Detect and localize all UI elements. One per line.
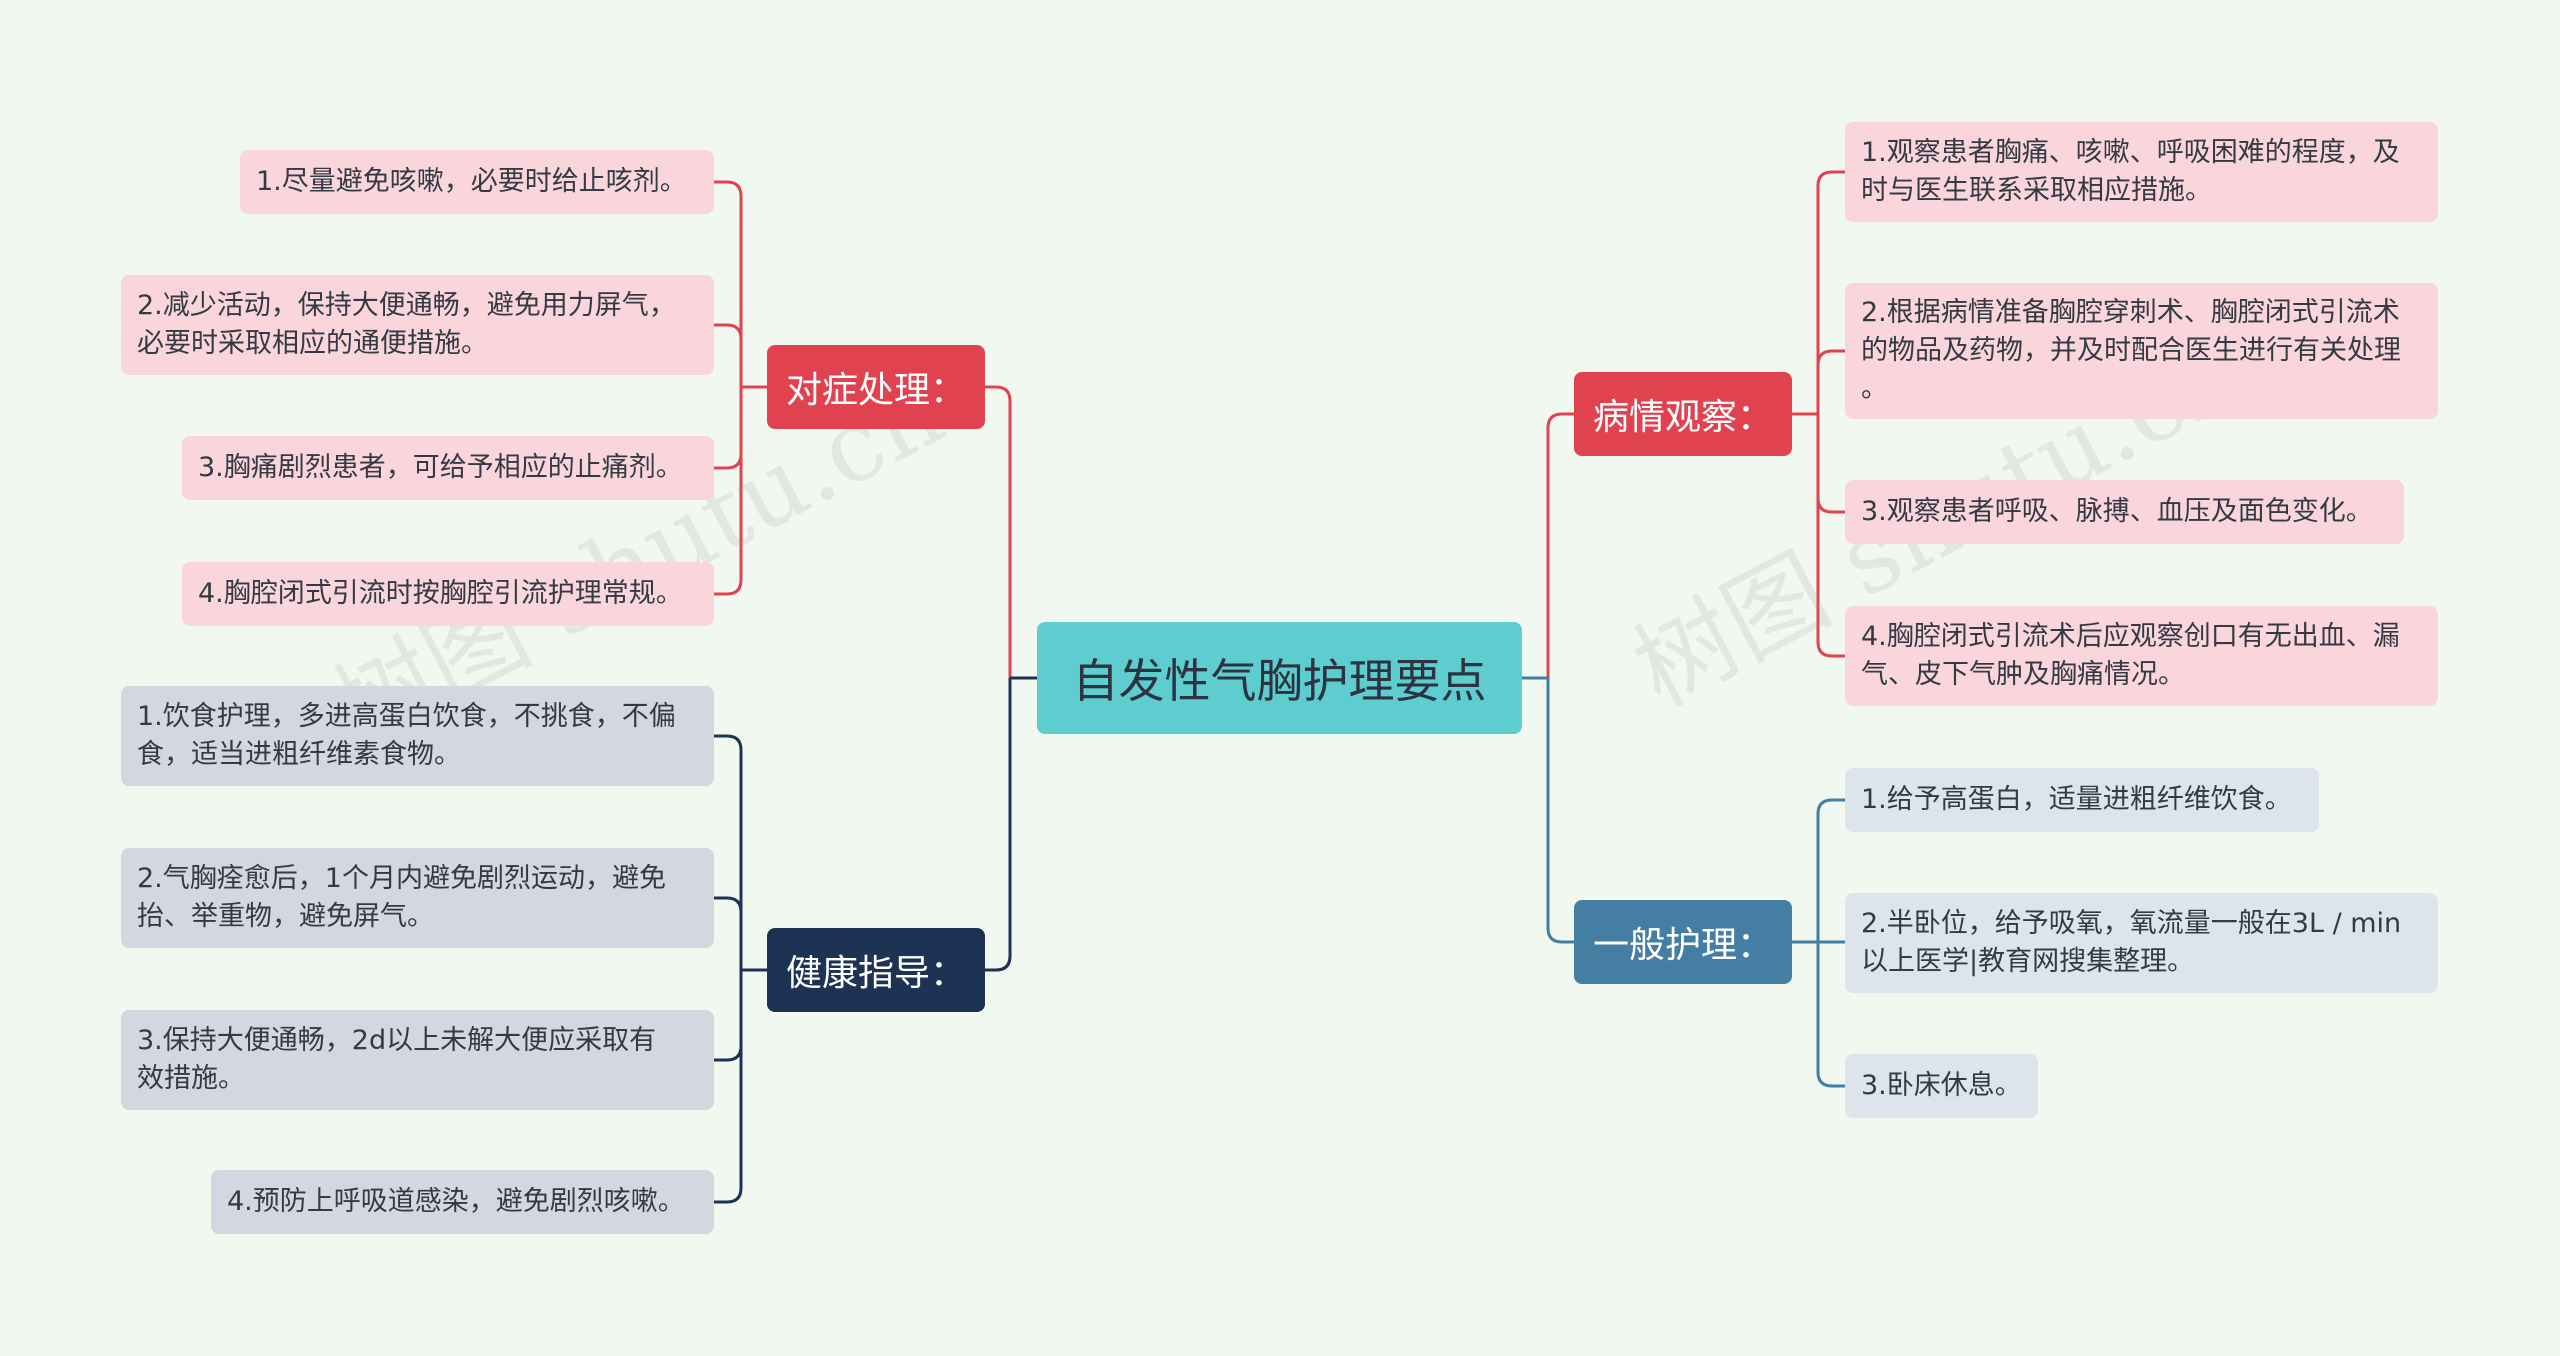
root-topic-label: 自发性气胸护理要点 [1072,654,1487,708]
leaf-text: 3.保持大便通畅，2d以上未解大便应采取有 效措施。 [137,1025,657,1094]
leaf-text: 3.卧床休息。 [1861,1070,2022,1101]
connector-line [714,387,743,596]
leaf-text: 3.胸痛剧烈患者，可给予相应的止痛剂。 [198,452,683,483]
branch-label: 健康指导： [785,953,966,994]
leaf-text: 2.气胸痊愈后，1个月内避免剧烈运动，避免 抬、举重物，避免屏气。 [137,863,666,932]
leaf-symptomatic-2[interactable]: 2.减少活动，保持大便通畅，避免用力屏气， 必要时采取相应的通便措施。 [121,275,714,375]
connector-line [714,970,743,1204]
leaf-text: 1.给予高蛋白，适量进粗纤维饮食。 [1861,784,2292,815]
leaf-text: 2.半卧位，给予吸氧，氧流量一般在3L / min 以上医学|教育网搜集整理。 [1861,908,2402,977]
leaf-text: 4.胸腔闭式引流术后应观察创口有无出血、漏 气、皮下气肿及胸痛情况。 [1861,621,2400,690]
leaf-health-1[interactable]: 1.饮食护理，多进高蛋白饮食，不挑食，不偏 食，适当进粗纤维素食物。 [121,686,714,786]
connector-line [1816,414,1845,658]
leaf-text: 1.饮食护理，多进高蛋白饮食，不挑食，不偏 食，适当进粗纤维素食物。 [137,701,676,770]
leaf-health-2[interactable]: 2.气胸痊愈后，1个月内避免剧烈运动，避免 抬、举重物，避免屏气。 [121,848,714,948]
leaf-observation-2[interactable]: 2.根据病情准备胸腔穿刺术、胸腔闭式引流术 的物品及药物，并及时配合医生进行有关… [1845,283,2438,419]
leaf-symptomatic-3[interactable]: 3.胸痛剧烈患者，可给予相应的止痛剂。 [182,436,714,500]
leaf-observation-4[interactable]: 4.胸腔闭式引流术后应观察创口有无出血、漏 气、皮下气肿及胸痛情况。 [1845,606,2438,706]
connector-line [714,323,743,387]
leaf-general-1[interactable]: 1.给予高蛋白，适量进粗纤维饮食。 [1845,768,2319,832]
branch-label: 对症处理： [785,370,966,411]
connector-line [714,180,743,387]
leaf-general-2[interactable]: 2.半卧位，给予吸氧，氧流量一般在3L / min 以上医学|教育网搜集整理。 [1845,893,2438,993]
branch-label: 一般护理： [1592,925,1773,966]
connector-line [1546,678,1574,944]
connector-line [714,734,743,970]
branch-label: 病情观察： [1592,397,1773,438]
connector-line [1816,414,1845,514]
connector-line [1816,349,1845,414]
leaf-text: 2.根据病情准备胸腔穿刺术、胸腔闭式引流术 的物品及药物，并及时配合医生进行有关… [1861,297,2401,404]
connector-line [1546,412,1574,678]
leaf-text: 4.预防上呼吸道感染，避免剧烈咳嗽。 [227,1186,685,1217]
connector-line [985,385,1012,678]
connector-line [1816,942,1845,1088]
branch-general-care[interactable]: 一般护理： [1574,900,1792,984]
leaf-symptomatic-4[interactable]: 4.胸腔闭式引流时按胸腔引流护理常规。 [182,562,714,626]
connector-line [985,678,1012,972]
leaf-symptomatic-1[interactable]: 1.尽量避免咳嗽，必要时给止咳剂。 [240,150,714,214]
leaf-text: 2.减少活动，保持大便通畅，避免用力屏气， 必要时采取相应的通便措施。 [137,290,676,359]
leaf-observation-1[interactable]: 1.观察患者胸痛、咳嗽、呼吸困难的程度，及 时与医生联系采取相应措施。 [1845,122,2438,222]
branch-symptomatic[interactable]: 对症处理： [767,345,985,429]
branch-health-guidance[interactable]: 健康指导： [767,928,985,1012]
leaf-text: 4.胸腔闭式引流时按胸腔引流护理常规。 [198,578,683,609]
leaf-general-3[interactable]: 3.卧床休息。 [1845,1054,2038,1118]
connector-line [1816,798,1845,942]
connector-line [1816,170,1845,414]
leaf-text: 3.观察患者呼吸、脉搏、血压及面色变化。 [1861,496,2373,527]
leaf-observation-3[interactable]: 3.观察患者呼吸、脉搏、血压及面色变化。 [1845,480,2404,544]
leaf-text: 1.尽量避免咳嗽，必要时给止咳剂。 [256,166,687,197]
connector-line [985,678,1012,972]
leaf-health-4[interactable]: 4.预防上呼吸道感染，避免剧烈咳嗽。 [211,1170,714,1234]
root-topic[interactable]: 自发性气胸护理要点 [1037,622,1522,734]
leaf-health-3[interactable]: 3.保持大便通畅，2d以上未解大便应采取有 效措施。 [121,1010,714,1110]
connector-line [714,896,743,970]
connector-line [714,387,743,470]
connector-line [714,970,743,1062]
branch-observation[interactable]: 病情观察： [1574,372,1792,456]
leaf-text: 1.观察患者胸痛、咳嗽、呼吸困难的程度，及 时与医生联系采取相应措施。 [1861,137,2400,206]
